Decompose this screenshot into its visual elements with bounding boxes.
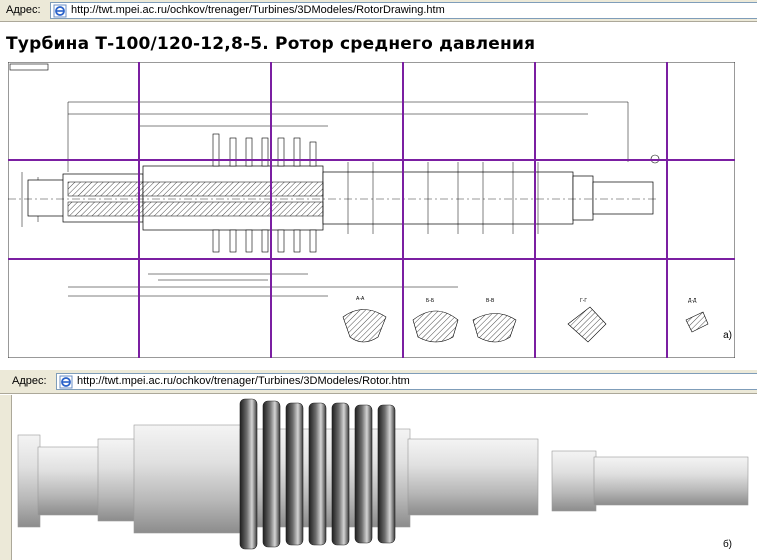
panel-label-a: а) [723,330,732,341]
address-input[interactable]: http://twt.mpei.ac.ru/ochkov/trenager/Tu… [50,2,757,19]
address-bar-bottom: Адрес: http://twt.mpei.ac.ru/ochkov/tren… [0,370,757,394]
section-label-g: Г-Г [580,298,587,304]
left-frame-edge [0,395,12,560]
panel-label-b: б) [723,538,732,550]
address-label-bottom: Адрес: [12,375,47,387]
address-bar-top: Адрес: http://twt.mpei.ac.ru/ochkov/tren… [0,0,757,22]
section-label-d: Д-Д [688,298,697,304]
page-title: Турбина Т-100/120-12,8-5. Ротор среднего… [6,34,536,54]
section-label-b: Б-Б [426,298,435,304]
section-label-v: В-В [486,298,495,304]
rotor-3d-model: б) [17,398,749,550]
address-input-bottom[interactable]: http://twt.mpei.ac.ru/ochkov/trenager/Tu… [56,373,757,390]
ie-page-icon [53,4,67,18]
section-label-a: А-А [356,296,365,302]
ie-page-icon-bottom [59,375,73,389]
address-label: Адрес: [6,4,41,16]
rotor-drawing: А-А Б-Б В-В Г-Г Д-Д а) [8,62,735,358]
address-url-bottom: http://twt.mpei.ac.ru/ochkov/trenager/Tu… [77,375,410,387]
address-url: http://twt.mpei.ac.ru/ochkov/trenager/Tu… [71,4,445,16]
